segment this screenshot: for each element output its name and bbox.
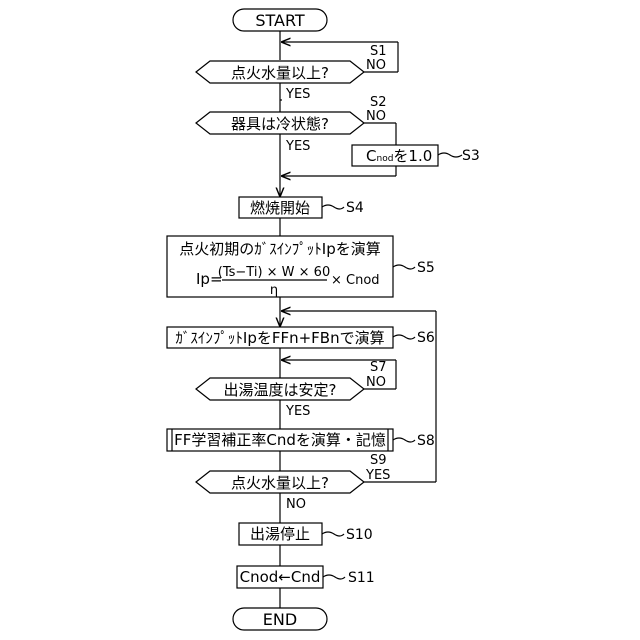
end-label: END: [263, 610, 297, 629]
process-s6-text: ｶﾞｽｲﾝﾌﾟｯﾄIpをFFn+FBnで演算: [175, 329, 384, 347]
process-s10: 出湯停止 S10: [239, 523, 373, 545]
process-s5-tail: × Cnod: [331, 273, 380, 288]
process-s8: FF学習補正率Cndを演算・記憶 S8: [167, 429, 435, 451]
step-s3-id: S3: [462, 148, 480, 164]
decision-s2-yes: YES: [285, 139, 310, 154]
s3-sub: nod: [376, 154, 393, 164]
decision-s1-yes: YES: [285, 87, 310, 102]
decision-s9-yes: YES: [365, 468, 390, 483]
decision-s7-text: 出湯温度は安定?: [224, 381, 337, 399]
process-s11-text: Cnod←Cnd: [240, 568, 321, 586]
process-s5-line1: 点火初期のｶﾞｽｲﾝﾌﾟｯﾄIpを演算: [179, 240, 380, 258]
step-s8-id: S8: [417, 433, 435, 449]
process-s5-den: η: [270, 283, 278, 298]
step-s7-id: S7: [370, 360, 387, 375]
decision-s2-text: 器具は冷状態?: [231, 115, 329, 133]
step-s2-id: S2: [370, 95, 387, 110]
s3-tail: を1.0: [393, 147, 432, 165]
process-s6: ｶﾞｽｲﾝﾌﾟｯﾄIpをFFn+FBnで演算 S6: [167, 327, 435, 348]
step-s6-id: S6: [417, 330, 435, 346]
process-s4-text: 燃焼開始: [250, 199, 310, 217]
decision-s1-no: NO: [366, 58, 386, 73]
step-s4-id: S4: [346, 200, 364, 216]
decision-s2-no: NO: [366, 109, 386, 124]
process-s8-text: FF学習補正率Cndを演算・記憶: [174, 431, 386, 449]
process-s5-num: (Ts−Ti) × W × 60: [218, 265, 330, 280]
decision-s7-yes: YES: [285, 404, 310, 419]
decision-s9-text: 点火水量以上?: [231, 474, 329, 492]
process-s3: Cnodを1.0 S3: [352, 145, 480, 166]
svg-text:Cnodを1.0: Cnodを1.0: [366, 147, 432, 165]
start-label: START: [255, 11, 305, 30]
step-s5-id: S5: [417, 260, 435, 276]
s3-c: C: [366, 147, 376, 165]
decision-s7-no: NO: [366, 375, 386, 390]
decision-s1: 点火水量以上? S1 NO YES: [196, 44, 387, 102]
end-terminal: END: [233, 608, 327, 630]
start-terminal: START: [233, 9, 327, 31]
step-s1-id: S1: [370, 44, 387, 59]
process-s5: 点火初期のｶﾞｽｲﾝﾌﾟｯﾄIpを演算 Ip= (Ts−Ti) × W × 60…: [167, 236, 435, 298]
process-s10-text: 出湯停止: [250, 525, 310, 543]
decision-s7: 出湯温度は安定? S7 NO YES: [196, 360, 387, 419]
decision-s1-text: 点火水量以上?: [231, 64, 329, 82]
decision-s9: 点火水量以上? S9 YES NO: [196, 453, 390, 512]
step-s10-id: S10: [346, 527, 373, 543]
process-s4: 燃焼開始 S4: [239, 197, 364, 218]
process-s11: Cnod←Cnd S11: [237, 566, 375, 588]
decision-s9-no: NO: [286, 497, 306, 512]
step-s9-id: S9: [370, 453, 387, 468]
step-s11-id: S11: [348, 570, 375, 586]
